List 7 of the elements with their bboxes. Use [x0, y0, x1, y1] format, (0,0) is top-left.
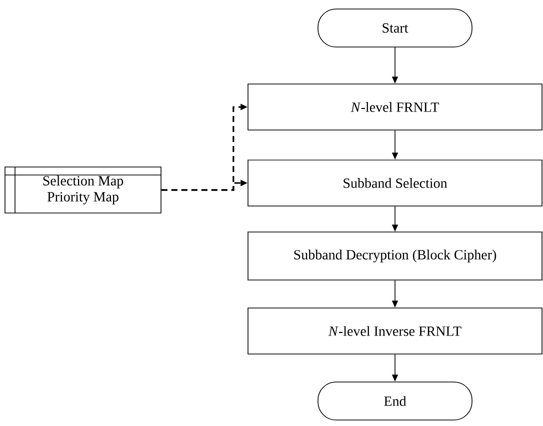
storage-box: Selection Map Priority Map: [4, 166, 162, 214]
start-terminal: Start: [318, 8, 472, 48]
process-box: N-level FRNLT: [248, 84, 542, 130]
end-terminal: End: [318, 382, 472, 420]
process-box: Subband Decryption (Block Cipher): [248, 232, 542, 280]
process-box: Subband Selection: [248, 160, 542, 206]
process-box: N-level Inverse FRNLT: [248, 308, 542, 354]
